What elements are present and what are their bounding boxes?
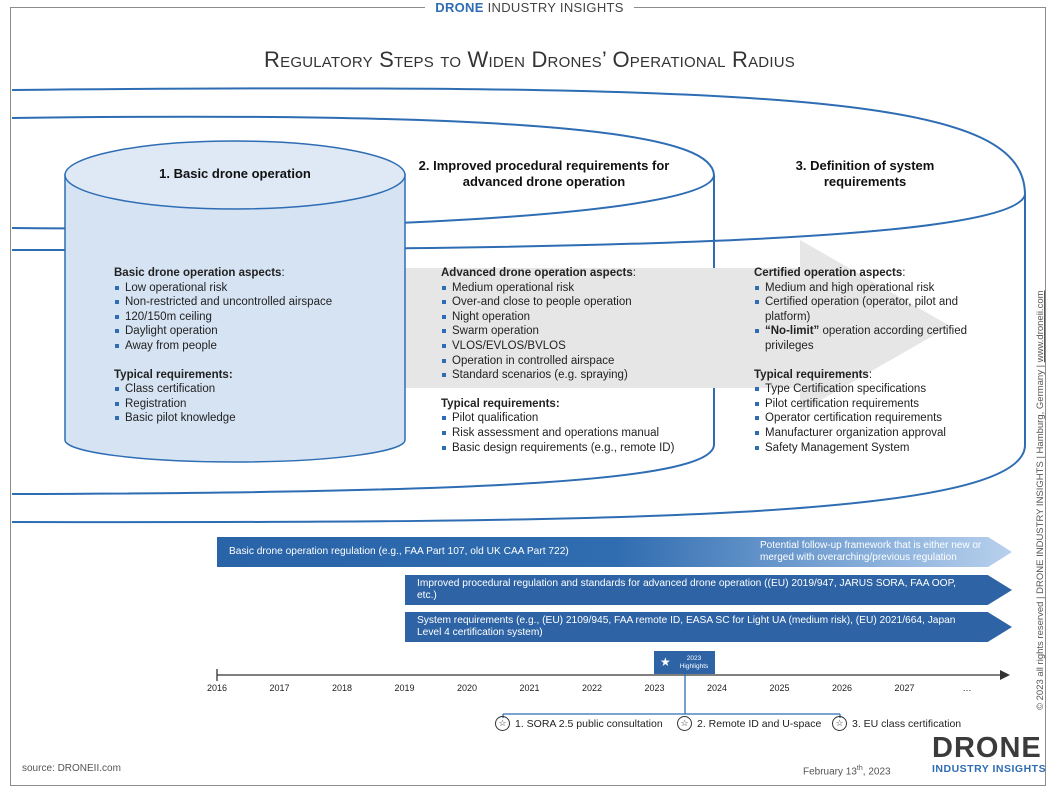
col3-requirement-item: Manufacturer organization approval — [754, 426, 994, 441]
page-title-text: Regulatory Steps to Widen Drones’ Operat… — [264, 47, 795, 72]
col3-requirement-item: Pilot certification requirements — [754, 397, 994, 412]
col3-aspect-item: Certified operation (operator, pilot and… — [754, 295, 994, 324]
column-2-content: Advanced drone operation aspects: Medium… — [441, 266, 711, 455]
timeline-arrowhead — [1000, 670, 1010, 680]
timeline-year: 2022 — [581, 683, 603, 693]
regulation-basic-label: Basic drone operation regulation (e.g., … — [229, 546, 569, 557]
regulation-advanced-label: Improved procedural regulation and stand… — [417, 578, 956, 601]
col1-aspect-item: Non-restricted and uncontrolled airspace — [114, 295, 399, 310]
col2-aspect-item: VLOS/EVLOS/BVLOS — [441, 339, 711, 354]
star-outline-icon: ☆ — [832, 716, 847, 731]
col1-aspect-item: Away from people — [114, 339, 399, 354]
col3-requirement-item: Operator certification requirements — [754, 411, 994, 426]
inner-cylinder-top — [64, 140, 406, 210]
logo-industry-insights: INDUSTRY INSIGHTS — [932, 763, 1047, 775]
column-3-content: Certified operation aspects: Medium and … — [754, 266, 994, 455]
source-note: source: DRONEII.com — [22, 763, 121, 774]
copyright-text: © 2023 all rights reserved | DRONE INDUS… — [1035, 362, 1046, 710]
col2-requirement-item: Pilot qualification — [441, 411, 711, 426]
timeline-year: 2024 — [706, 683, 728, 693]
regulation-arrow-system: System requirements (e.g., (EU) 2109/945… — [405, 612, 1012, 642]
highlight-item-3: ☆ 3. EU class certification — [832, 716, 961, 731]
top-brand-banner: DRONE INDUSTRY INSIGHTS — [0, 0, 1059, 15]
timeline-year: 2025 — [769, 683, 790, 693]
highlights-2023-box: ★ 2023 Highlights — [654, 651, 715, 674]
timeline-year: 2027 — [894, 683, 915, 693]
highlight-2-label: 2. Remote ID and U-space — [697, 717, 822, 730]
regulation-system-label: System requirements (e.g., (EU) 2109/945… — [417, 615, 956, 638]
column-1-heading: 1. Basic drone operation — [159, 166, 311, 181]
brand-drone: DRONE — [435, 0, 484, 15]
highlights-box-label: 2023 Highlights — [679, 655, 709, 670]
col2-aspects-title: Advanced drone operation aspects — [441, 267, 633, 279]
website-link[interactable]: www.droneii.com — [1035, 290, 1046, 363]
col3-aspect-item: Medium and high operational risk — [754, 281, 994, 296]
progress-arrow — [405, 240, 950, 412]
regulation-arrow-basic: Basic drone operation regulation (e.g., … — [217, 537, 1012, 567]
column-3-heading: 3. Definition of system requirements — [795, 158, 935, 189]
col1-aspect-item: Daylight operation — [114, 324, 399, 339]
page-title: Regulatory Steps to Widen Drones’ Operat… — [0, 47, 1059, 73]
col2-aspect-item: Operation in controlled airspace — [441, 354, 711, 369]
regulation-arrow-advanced: Improved procedural regulation and stand… — [405, 575, 1012, 605]
col2-requirement-item: Basic design requirements (e.g., remote … — [441, 441, 711, 456]
col1-requirement-item: Basic pilot knowledge — [114, 411, 399, 426]
col3-req-title: Typical requirements — [754, 368, 869, 381]
col1-req-title: Typical requirements: — [114, 368, 233, 381]
col2-aspect-item: Night operation — [441, 310, 711, 325]
col2-aspect-item: Standard scenarios (e.g. spraying) — [441, 368, 711, 383]
highlight-1-label: 1. SORA 2.5 public consultation — [515, 717, 663, 730]
column-2-heading: 2. Improved procedural requirements for … — [418, 158, 670, 189]
col3-requirement-item: Safety Management System — [754, 441, 994, 456]
timeline-year: 2026 — [831, 683, 853, 693]
brand-industry-insights: INDUSTRY INSIGHTS — [487, 0, 624, 15]
col1-aspect-item: Low operational risk — [114, 281, 399, 296]
col3-requirement-item: Type Certification specifications — [754, 382, 994, 397]
col1-aspects-title: Basic drone operation aspects — [114, 267, 282, 279]
publication-date: February 13th, 2023 — [803, 765, 891, 777]
col2-aspect-item: Swarm operation — [441, 324, 711, 339]
star-outline-icon: ☆ — [677, 716, 692, 731]
col2-aspect-item: Over-and close to people operation — [441, 295, 711, 310]
timeline-year: 2017 — [269, 683, 290, 693]
highlight-3-label: 3. EU class certification — [852, 717, 962, 730]
timeline-year: … — [962, 683, 972, 693]
col3-aspects-title: Certified operation aspects — [754, 267, 903, 279]
timeline-year: 2019 — [394, 683, 415, 693]
column-1-content: Basic drone operation aspects: Low opera… — [114, 266, 399, 426]
timeline-year: 2018 — [331, 683, 353, 693]
timeline-year: 2021 — [519, 683, 540, 693]
droneii-logo: DRONE INDUSTRY INSIGHTS — [932, 733, 1046, 775]
date-main: February 13 — [803, 766, 857, 778]
highlight-item-2: ☆ 2. Remote ID and U-space — [677, 716, 821, 731]
timeline-year: 2016 — [206, 683, 228, 693]
star-icon: ★ — [660, 655, 671, 669]
timeline-year: 2023 — [644, 683, 665, 693]
date-sup: th — [856, 765, 863, 772]
logo-drone: DRONE — [932, 732, 1042, 764]
col1-requirement-item: Class certification — [114, 382, 399, 397]
col1-aspect-item: 120/150m ceiling — [114, 310, 399, 325]
regulation-followup-note: Potential follow-up framework that is ei… — [760, 540, 982, 563]
inner-cylinder-level-1 — [64, 174, 406, 463]
col2-req-title: Typical requirements: — [441, 397, 560, 410]
col3-aspect-no-limit: “No-limit” operation according certified… — [754, 324, 994, 353]
col2-aspect-item: Medium operational risk — [441, 281, 711, 296]
star-outline-icon: ☆ — [495, 716, 510, 731]
timeline-year: 2020 — [456, 683, 478, 693]
date-year: , 2023 — [862, 766, 891, 778]
col2-requirement-item: Risk assessment and operations manual — [441, 426, 711, 441]
highlight-item-1: ☆ 1. SORA 2.5 public consultation — [495, 716, 663, 731]
col1-requirement-item: Registration — [114, 397, 399, 412]
